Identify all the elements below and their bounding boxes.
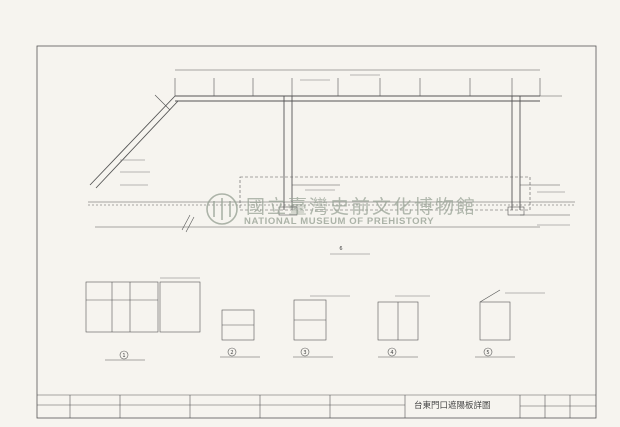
detail-label-1: 1: [122, 353, 125, 359]
watermark-chinese: 國立臺灣史前文化博物館: [246, 196, 478, 218]
drawing-title: 台東門口遮陽板詳圖: [414, 401, 491, 411]
detail-label-2: 2: [230, 350, 233, 356]
detail-label-5: 5: [486, 350, 489, 356]
detail-label-6: 6: [339, 246, 342, 252]
detail-label-3: 3: [303, 350, 306, 356]
detail-label-4: 4: [390, 350, 393, 356]
watermark-english: NATIONAL MUSEUM OF PREHISTORY: [244, 216, 435, 227]
museum-logo: [206, 193, 238, 225]
